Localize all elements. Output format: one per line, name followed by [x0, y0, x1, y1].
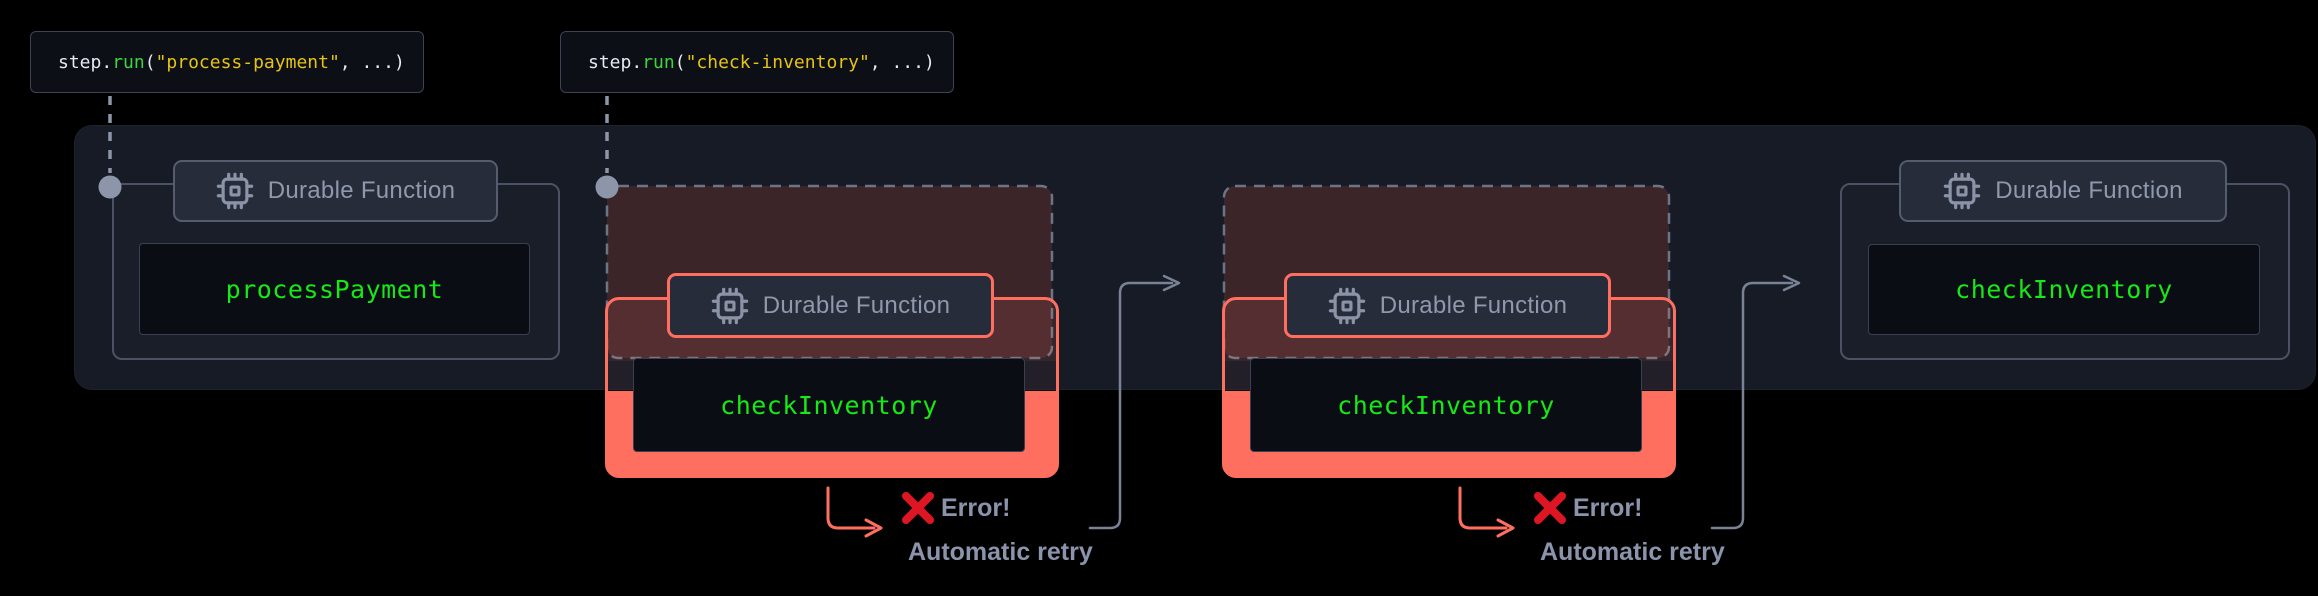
function-name: processPayment [225, 274, 444, 304]
durable-function-badge-4: Durable Function [1899, 160, 2227, 222]
code-close: , ...) [339, 51, 405, 73]
cpu-chip-icon [1328, 287, 1366, 325]
badge-label: Durable Function [762, 291, 951, 319]
durable-function-badge-3: Durable Function [1284, 273, 1611, 338]
code-dot: . [631, 51, 643, 73]
red-x-icon-1 [902, 492, 934, 524]
function-name: checkInventory [1955, 275, 2173, 304]
error-title-2: Error! [1573, 494, 1643, 522]
error-arrow-1 [826, 486, 883, 538]
code-method: run [642, 51, 675, 73]
cpu-chip-icon [216, 172, 254, 210]
red-x-icon-2 [1534, 492, 1566, 524]
error-subtitle-2: Automatic retry [1540, 538, 1725, 566]
function-box-checkinventory-success: checkInventory [1868, 244, 2260, 335]
code-object: step [588, 51, 632, 73]
badge-label: Durable Function [267, 177, 456, 204]
durable-function-badge-2: Durable Function [667, 273, 994, 338]
code-dot: . [101, 51, 113, 73]
function-name: checkInventory [720, 390, 938, 420]
function-box-processpayment: processPayment [139, 243, 530, 335]
function-box-checkinventory-attempt-1: checkInventory [633, 358, 1025, 452]
badge-label: Durable Function [1379, 291, 1568, 319]
function-name: checkInventory [1337, 390, 1555, 420]
error-subtitle-1: Automatic retry [908, 538, 1093, 566]
durable-function-badge-1: Durable Function [173, 160, 498, 222]
error-arrow-2 [1458, 486, 1515, 538]
code-paren: ( [144, 51, 156, 73]
code-string-arg: "check-inventory" [685, 51, 870, 73]
cpu-chip-icon [1943, 172, 1981, 210]
code-chip-process-payment: step.run("process-payment", ...) [30, 31, 424, 93]
function-box-checkinventory-attempt-2: checkInventory [1250, 358, 1642, 452]
code-close: , ...) [869, 51, 935, 73]
code-string-arg: "process-payment" [155, 51, 340, 73]
code-method: run [112, 51, 145, 73]
code-object: step [58, 51, 102, 73]
code-chip-check-inventory: step.run("check-inventory", ...) [560, 31, 954, 93]
cpu-chip-icon [711, 287, 749, 325]
badge-label: Durable Function [1995, 177, 2183, 204]
error-title-1: Error! [941, 494, 1011, 522]
code-paren: ( [674, 51, 686, 73]
